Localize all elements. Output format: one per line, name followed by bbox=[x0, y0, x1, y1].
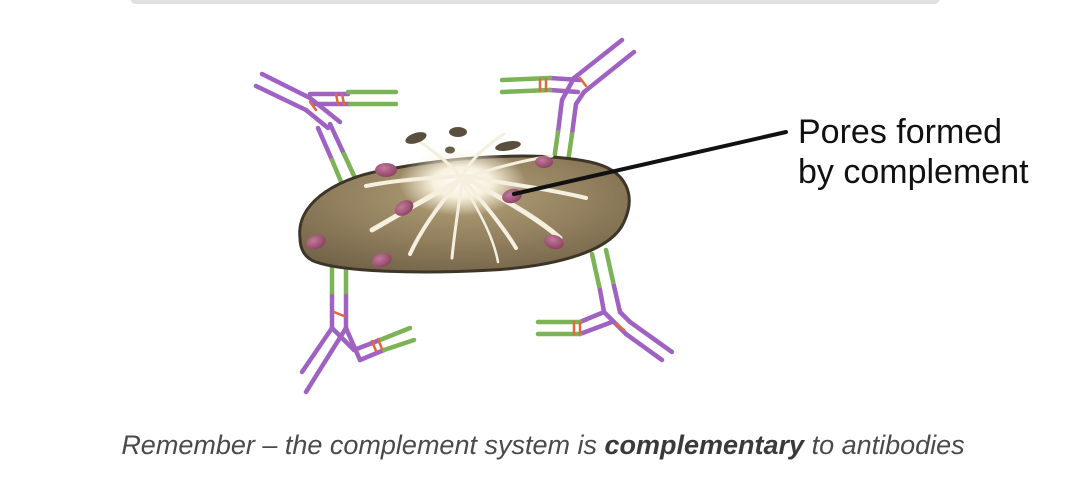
clipped-text-fragment bbox=[130, 0, 940, 4]
pore bbox=[535, 156, 553, 168]
antibody-top-left bbox=[253, 71, 399, 187]
clipped-text-top bbox=[0, 0, 1086, 10]
pore bbox=[394, 200, 414, 216]
antibody-bottom-right bbox=[535, 247, 675, 363]
antibody-top-right bbox=[499, 37, 637, 165]
pore bbox=[306, 234, 326, 250]
pore bbox=[375, 163, 397, 177]
label-leader-line bbox=[512, 130, 788, 196]
caption: Remember – the complement system is comp… bbox=[0, 428, 1086, 462]
caption-tail: to antibodies bbox=[804, 430, 965, 460]
caption-emphasis: complementary bbox=[604, 430, 805, 460]
pores-label-line-2: by complement bbox=[798, 153, 1029, 191]
pore bbox=[544, 234, 564, 250]
lysis-burst bbox=[364, 127, 588, 264]
pores-label: Pores formed by complement bbox=[798, 112, 1029, 192]
caption-text: Remember – the complement system is bbox=[121, 430, 605, 460]
pores-label-line-1: Pores formed bbox=[798, 113, 1003, 151]
antibody-bottom-left bbox=[299, 259, 417, 395]
pore bbox=[372, 252, 392, 268]
